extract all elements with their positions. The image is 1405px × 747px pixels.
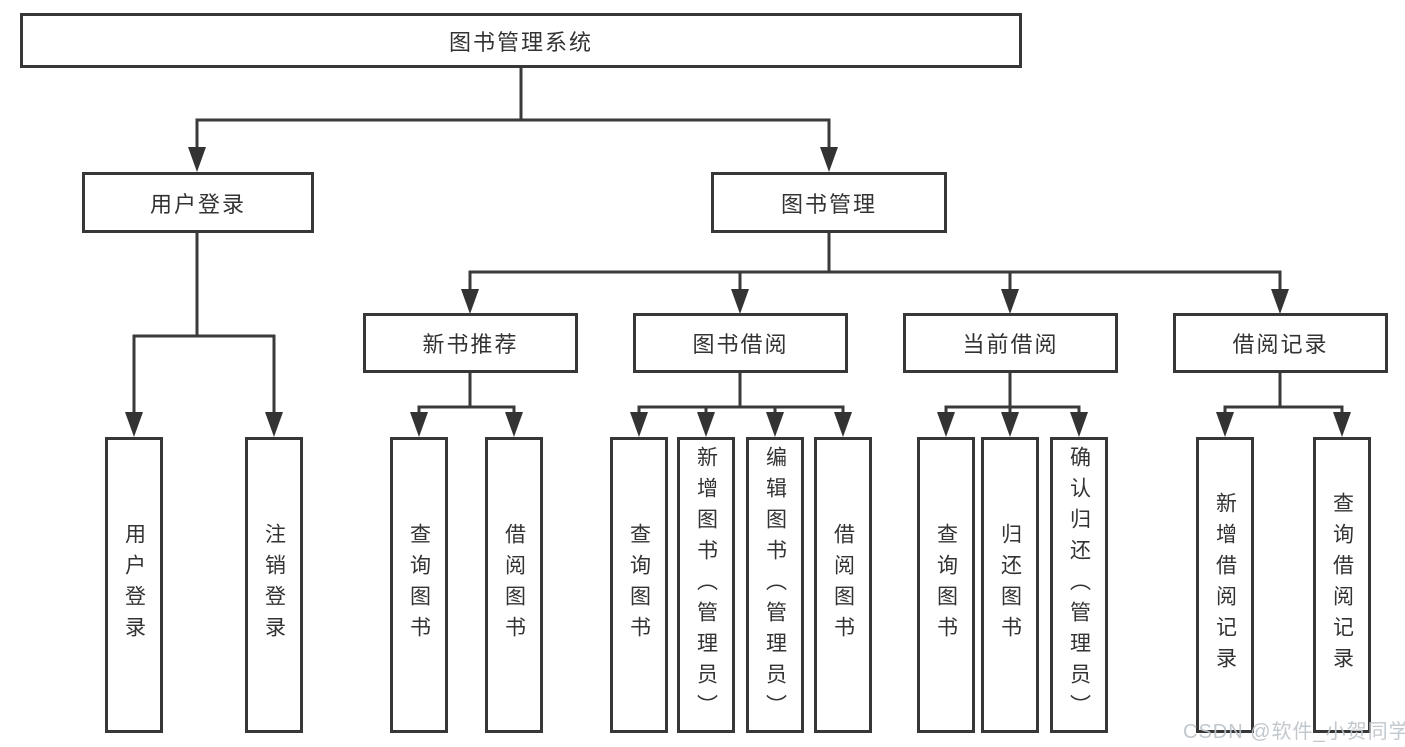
connector-user-login-to-leaves [125,233,283,437]
leaf-query-books-recommend: 查询图书 [390,437,448,733]
node-new-book-recommendation: 新书推荐 [363,313,578,373]
leaf-label: 新增借阅记录 [1213,492,1237,678]
arrowhead-icon [461,289,479,314]
leaf-confirm-return-admin: 确认归还（管理员） [1050,437,1108,733]
leaf-label: 注销登录 [262,523,286,647]
connector-book-borrow-to-leaves [630,373,852,437]
leaf-label: 借阅图书 [831,523,855,647]
arrowhead-icon [820,147,838,172]
node-current-borrowing: 当前借阅 [903,313,1118,373]
arrowhead-icon [731,289,749,314]
leaf-query-books-borrow: 查询图书 [610,437,668,733]
connector-new-book-to-leaves [410,373,523,437]
arrowhead-icon [1333,412,1351,437]
leaf-label: 查询借阅记录 [1330,492,1354,678]
leaf-label: 归还图书 [998,523,1022,647]
arrowhead-icon [937,412,955,437]
connector-current-borrow-to-leaves [937,373,1088,437]
arrowhead-icon [505,412,523,437]
leaf-add-book-admin: 新增图书（管理员） [677,437,735,733]
leaf-label: 用户登录 [122,523,146,647]
node-book-borrowing: 图书借阅 [633,313,848,373]
arrowhead-icon [1271,289,1289,314]
arrowhead-icon [188,147,206,172]
leaf-query-books-current: 查询图书 [917,437,975,733]
leaf-label: 查询图书 [627,523,651,647]
leaf-label: 查询图书 [934,523,958,647]
arrowhead-icon [1070,412,1088,437]
arrowhead-icon [1001,289,1019,314]
leaf-label: 借阅图书 [502,523,526,647]
connector-borrow-records-to-leaves [1216,373,1351,437]
node-library-management-system: 图书管理系统 [20,13,1022,68]
node-borrowing-records: 借阅记录 [1173,313,1388,373]
arrowhead-icon [834,412,852,437]
leaf-return-books: 归还图书 [981,437,1039,733]
arrowhead-icon [630,412,648,437]
leaf-query-borrow-record: 查询借阅记录 [1313,437,1371,733]
arrowhead-icon [1001,412,1019,437]
leaf-label: 新增图书（管理员） [694,445,718,725]
leaf-add-borrow-record: 新增借阅记录 [1196,437,1254,733]
csdn-watermark: CSDN @软件_小贺同学 [1183,721,1405,743]
leaf-borrow-books-recommend: 借阅图书 [485,437,543,733]
connector-root-to-level2 [188,68,838,172]
node-book-management: 图书管理 [711,172,947,233]
arrowhead-icon [410,412,428,437]
leaf-label: 确认归还（管理员） [1067,445,1091,725]
node-user-login: 用户登录 [82,172,314,233]
leaf-label: 编辑图书（管理员） [763,445,787,725]
arrowhead-icon [766,412,784,437]
arrowhead-icon [697,412,715,437]
connector-book-mgmt-to-groups [461,233,1289,314]
leaf-borrow-books: 借阅图书 [814,437,872,733]
arrowhead-icon [265,412,283,437]
leaf-edit-book-admin: 编辑图书（管理员） [746,437,804,733]
leaf-label: 查询图书 [407,523,431,647]
arrowhead-icon [1216,412,1234,437]
leaf-user-login: 用户登录 [105,437,163,733]
leaf-logout: 注销登录 [245,437,303,733]
arrowhead-icon [125,412,143,437]
